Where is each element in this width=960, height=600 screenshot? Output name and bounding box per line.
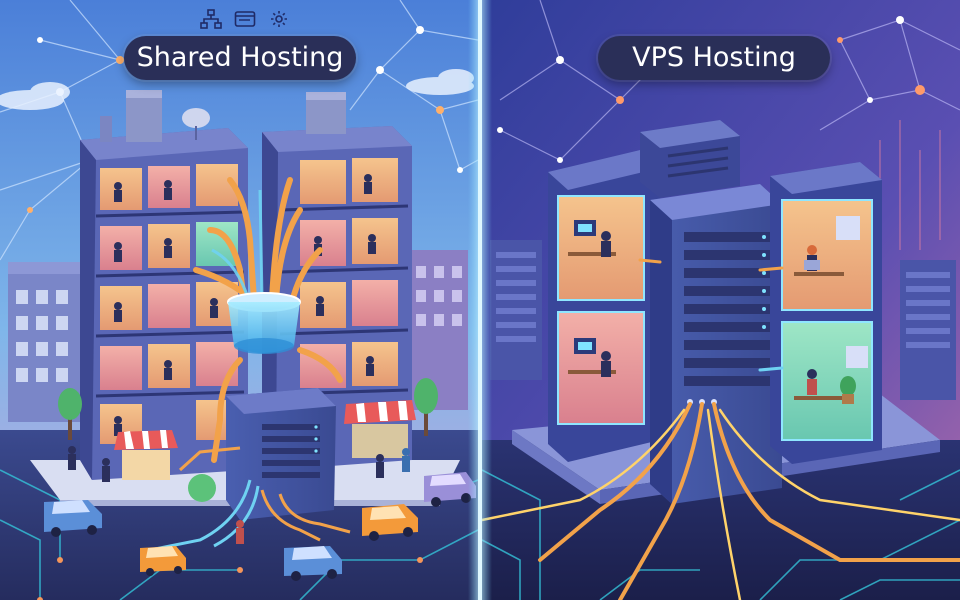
right-network-nodes xyxy=(497,16,925,163)
vps-room-bottom-right xyxy=(781,321,873,441)
left-cars xyxy=(44,472,476,581)
left-street-circuit-nodes xyxy=(37,557,423,600)
car-purple xyxy=(424,472,476,507)
vps-central-rack xyxy=(640,120,782,504)
right-building-rooms xyxy=(300,158,398,388)
left-clouds xyxy=(0,69,474,110)
sitemap-icon xyxy=(200,9,222,29)
vps-module-left xyxy=(548,150,660,462)
car-orange-right xyxy=(362,504,418,541)
gear-icon xyxy=(268,9,290,29)
left-pedestrians xyxy=(68,446,410,544)
panel-divider xyxy=(468,0,492,600)
right-shop-awning xyxy=(344,400,416,458)
vps-module-right xyxy=(770,162,882,464)
shared-building-left xyxy=(80,90,248,480)
vps-room-bottom-left xyxy=(557,311,645,425)
left-trees xyxy=(58,378,438,502)
car-blue xyxy=(44,500,102,537)
left-building-rooms xyxy=(100,164,238,444)
vps-hosting-panel xyxy=(480,0,960,600)
satellite-dish-icon xyxy=(182,108,210,128)
roof-server-unit xyxy=(126,96,162,142)
shared-hosting-title: Shared Hosting xyxy=(124,36,356,80)
left-shop-awning xyxy=(114,430,178,480)
browser-window-icon xyxy=(234,9,256,29)
shared-central-server xyxy=(149,388,351,552)
shared-hosting-panel xyxy=(0,0,479,600)
right-background-racks xyxy=(490,120,956,400)
left-building-tenants xyxy=(114,180,218,436)
car-blue-center xyxy=(284,546,342,581)
vps-data-cables xyxy=(480,258,960,600)
shared-data-tank xyxy=(193,177,343,463)
car-orange-left xyxy=(140,546,186,576)
roof-ac-unit xyxy=(306,98,346,134)
top-icon-row xyxy=(200,9,290,29)
vps-hosting-title: VPS Hosting xyxy=(598,36,830,80)
